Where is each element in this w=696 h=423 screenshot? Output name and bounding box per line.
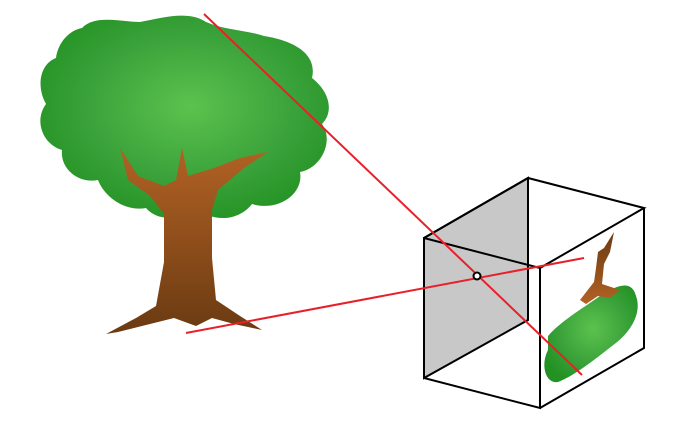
tree-trunk	[106, 148, 268, 334]
ray-top-of-tree	[203, 13, 583, 376]
tree-object	[40, 15, 329, 334]
pinhole-aperture	[472, 271, 482, 281]
light-rays	[185, 13, 585, 376]
ray-base-of-tree	[185, 257, 585, 334]
projected-tree-image	[544, 232, 638, 383]
tree-foliage	[40, 15, 329, 219]
projected-foliage	[544, 285, 638, 383]
projected-trunk	[580, 232, 620, 304]
camera-box-edge	[539, 208, 645, 409]
